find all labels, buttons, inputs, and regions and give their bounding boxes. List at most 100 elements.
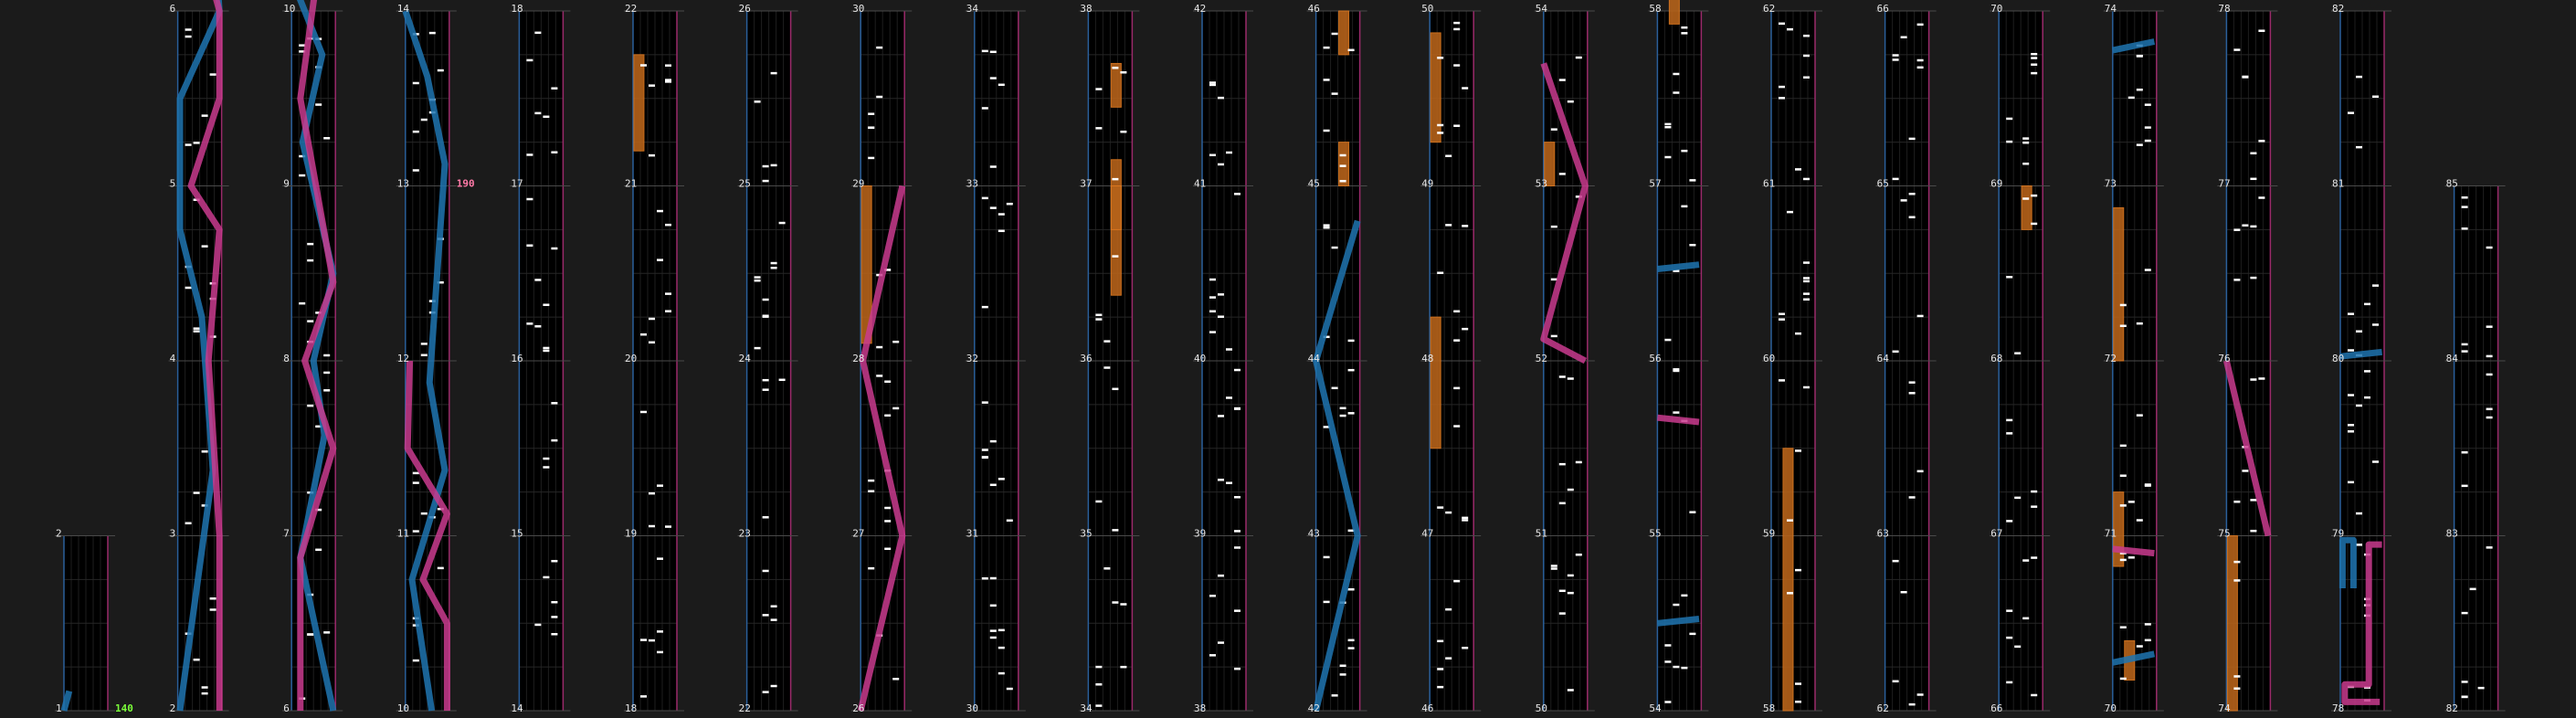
hold-note[interactable] [1544, 142, 1556, 186]
chip-note[interactable] [428, 31, 436, 35]
left-laser[interactable] [2112, 650, 2156, 666]
chip-note[interactable] [1689, 632, 1696, 636]
chip-note[interactable] [2250, 152, 2257, 154]
chip-note[interactable] [1234, 407, 1240, 410]
chip-note[interactable] [299, 44, 306, 47]
measure-column[interactable] [965, 10, 1026, 712]
chip-note[interactable] [665, 64, 671, 67]
chip-note[interactable] [1209, 81, 1216, 84]
chip-note[interactable] [989, 483, 997, 487]
right-laser[interactable] [857, 185, 906, 712]
chip-note[interactable] [1453, 339, 1461, 342]
chip-note[interactable] [2014, 645, 2022, 649]
chip-note[interactable] [1112, 255, 1119, 258]
right-laser[interactable] [187, 0, 223, 711]
chip-note[interactable] [1347, 587, 1355, 591]
chip-note[interactable] [754, 346, 761, 350]
chip-note[interactable] [762, 179, 769, 183]
chip-note[interactable] [526, 58, 533, 62]
chip-note[interactable] [892, 340, 900, 343]
measure-column[interactable] [2444, 185, 2506, 712]
chip-note[interactable] [665, 223, 671, 227]
chip-note[interactable] [1550, 128, 1557, 131]
chip-note[interactable] [2486, 325, 2493, 328]
chip-note[interactable] [2461, 350, 2468, 353]
chip-note[interactable] [1453, 27, 1461, 31]
chip-note[interactable] [876, 375, 883, 377]
chip-note[interactable] [1558, 79, 1566, 81]
chip-note[interactable] [1892, 54, 1899, 57]
chip-note[interactable] [1558, 612, 1566, 615]
chip-note[interactable] [2348, 394, 2354, 396]
chip-note[interactable] [1908, 392, 1916, 395]
chip-note[interactable] [201, 114, 208, 117]
chip-note[interactable] [1209, 83, 1216, 87]
chip-note[interactable] [2461, 611, 2468, 615]
chip-note[interactable] [1453, 386, 1461, 390]
chip-note[interactable] [551, 559, 558, 563]
chip-note[interactable] [981, 196, 988, 200]
chip-note[interactable] [2031, 556, 2038, 559]
chip-note[interactable] [1575, 554, 1582, 556]
chip-note[interactable] [315, 508, 322, 512]
hold-note[interactable] [1338, 142, 1350, 186]
chip-note[interactable] [1453, 310, 1461, 313]
chip-note[interactable] [209, 73, 216, 76]
left-laser[interactable] [2338, 536, 2357, 588]
right-laser[interactable] [1657, 414, 1700, 426]
chip-note[interactable] [1445, 224, 1452, 227]
chip-note[interactable] [1218, 574, 1224, 577]
chip-note[interactable] [1095, 682, 1103, 686]
chip-note[interactable] [2031, 71, 2038, 75]
chip-note[interactable] [1916, 693, 1924, 696]
chip-note[interactable] [1558, 375, 1566, 378]
chip-note[interactable] [2242, 224, 2249, 227]
chip-note[interactable] [201, 686, 208, 689]
chip-note[interactable] [543, 115, 550, 119]
chip-note[interactable] [412, 481, 419, 484]
chip-note[interactable] [2136, 322, 2143, 325]
chip-note[interactable] [1437, 639, 1444, 643]
chip-note[interactable] [1323, 600, 1330, 604]
measure-column[interactable] [737, 10, 798, 712]
chip-note[interactable] [1347, 647, 1355, 649]
chip-note[interactable] [2031, 63, 2038, 66]
chip-note[interactable] [2119, 504, 2127, 507]
chip-note[interactable] [1908, 193, 1916, 195]
chip-note[interactable] [1908, 216, 1916, 218]
chip-note[interactable] [1803, 277, 1810, 280]
chip-note[interactable] [1787, 210, 1793, 214]
chip-note[interactable] [1437, 271, 1444, 274]
chip-note[interactable] [299, 174, 306, 177]
chip-note[interactable] [1323, 426, 1330, 428]
chip-note[interactable] [534, 324, 542, 328]
chip-note[interactable] [1209, 654, 1216, 657]
chip-note[interactable] [1673, 369, 1680, 373]
chip-note[interactable] [1347, 368, 1355, 372]
chip-note[interactable] [2348, 111, 2354, 114]
chip-note[interactable] [2006, 140, 2013, 143]
chip-note[interactable] [762, 691, 769, 693]
chip-note[interactable] [1803, 280, 1810, 283]
chip-note[interactable] [2006, 117, 2013, 121]
chip-note[interactable] [1681, 32, 1688, 35]
chip-note[interactable] [1234, 496, 1240, 499]
chip-note[interactable] [1331, 92, 1338, 95]
chip-note[interactable] [1112, 529, 1119, 532]
measure-column[interactable] [1875, 10, 1937, 712]
chip-note[interactable] [1892, 680, 1899, 683]
chip-note[interactable] [2233, 560, 2241, 564]
left-laser[interactable] [2339, 348, 2382, 360]
chip-note[interactable] [649, 153, 655, 157]
chip-note[interactable] [2136, 519, 2143, 522]
chip-note[interactable] [299, 50, 306, 53]
measure-column[interactable] [1193, 10, 1253, 712]
chip-note[interactable] [2356, 512, 2362, 515]
chip-note[interactable] [2486, 546, 2493, 549]
chip-note[interactable] [1567, 377, 1574, 380]
chip-note[interactable] [2144, 103, 2151, 106]
chip-note[interactable] [762, 388, 769, 391]
chip-note[interactable] [1673, 72, 1680, 76]
chip-note[interactable] [1347, 48, 1355, 52]
chip-note[interactable] [2486, 246, 2493, 249]
